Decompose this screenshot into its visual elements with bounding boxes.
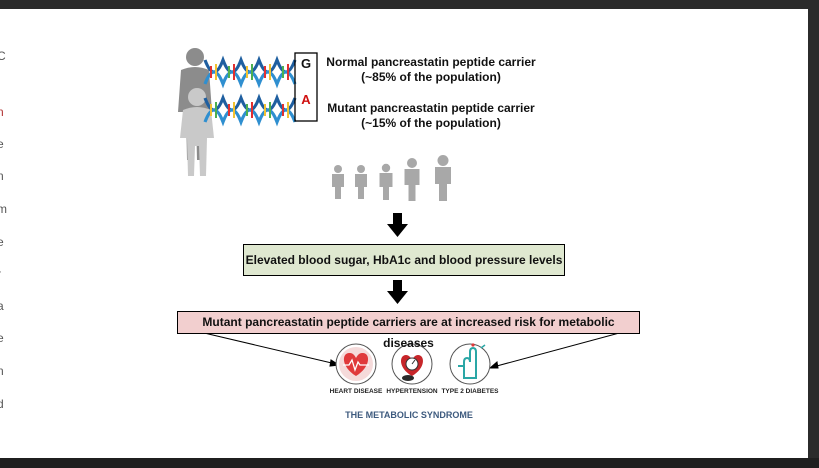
strip-letter: n [0, 105, 4, 119]
strip-letter: r [0, 267, 1, 281]
heart-disease-label: HEART DISEASE [329, 388, 383, 395]
heart-disease-icon [335, 343, 377, 385]
strip-letter: e [0, 331, 4, 345]
population-icon [332, 155, 451, 201]
background-page-strip: C n e n m e r a e n d [0, 9, 10, 458]
strip-letter: a [0, 299, 4, 313]
normal-carrier-percent: (~85% of the population) [361, 70, 501, 84]
increased-risk-box: Mutant pancreastatin peptide carriers ar… [177, 311, 640, 350]
dna-helix-icon [203, 55, 297, 89]
strip-letter: d [0, 397, 4, 411]
strip-letter: n [0, 169, 4, 183]
base-pair-box [294, 52, 318, 122]
base-bottom-letter: A [301, 92, 311, 107]
dna-helix-icon [203, 93, 297, 127]
elevated-levels-box: Elevated blood sugar, HbA1c and blood pr… [243, 244, 565, 276]
down-arrow-icon [387, 280, 408, 304]
window-bottom-border [0, 458, 819, 468]
mutant-carrier-title: Mutant pancreastatin peptide carrier [327, 101, 535, 115]
metabolic-syndrome-caption: THE METABOLIC SYNDROME [345, 410, 473, 420]
strip-letter: e [0, 137, 4, 151]
hypertension-label: HYPERTENSION [386, 388, 438, 395]
window-right-border [808, 9, 819, 458]
strip-letter: m [0, 202, 7, 216]
strip-letter: C [0, 49, 6, 63]
type2-diabetes-label: TYPE 2 DIABETES [441, 388, 499, 395]
mutant-carrier-percent: (~15% of the population) [361, 116, 501, 130]
down-arrow-icon [387, 213, 408, 237]
base-top-letter: G [300, 56, 312, 71]
finger-prick-icon [449, 343, 491, 385]
hypertension-icon [391, 343, 433, 385]
window-top-border [0, 0, 819, 9]
normal-carrier-title: Normal pancreastatin peptide carrier [326, 55, 536, 69]
strip-letter: e [0, 235, 4, 249]
strip-letter: n [0, 364, 4, 378]
